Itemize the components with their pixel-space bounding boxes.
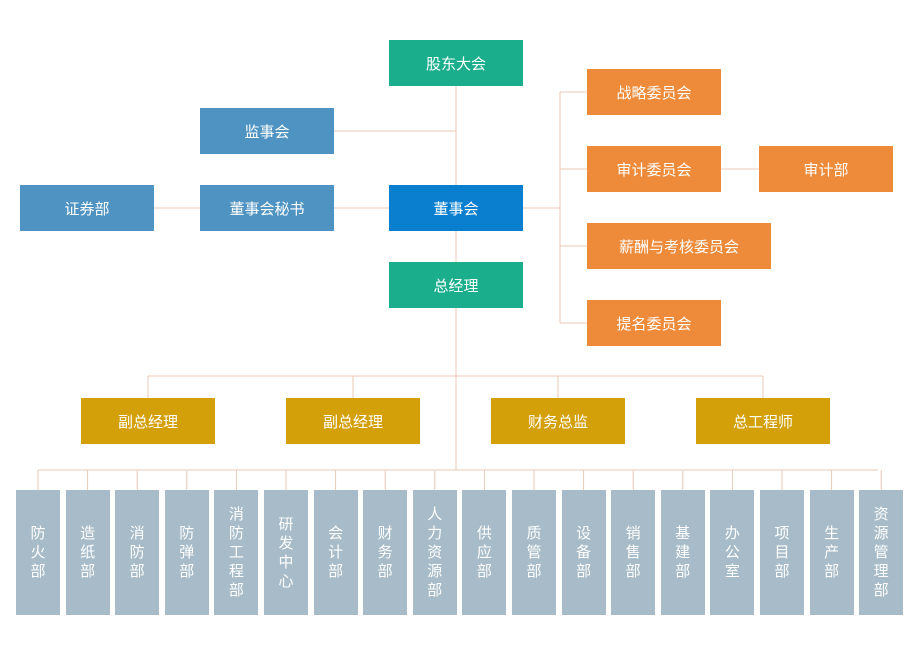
board-of-directors-box: 董事会	[389, 185, 523, 231]
department-box: 人力资源部	[412, 490, 457, 615]
department-label: 消防工程部	[228, 505, 244, 599]
department-label: 防火部	[30, 524, 46, 580]
department-box: 防弹部	[164, 490, 209, 615]
department-box: 消防工程部	[214, 490, 259, 615]
general-manager-box: 总经理	[389, 262, 523, 308]
department-box: 财务部	[363, 490, 408, 615]
board-secretary-box: 董事会秘书	[200, 185, 334, 231]
department-box: 生产部	[809, 490, 854, 615]
deputy-gm-box-1: 副总经理	[81, 398, 215, 444]
department-label: 供应部	[476, 524, 492, 580]
department-box: 资源管理部	[859, 490, 904, 615]
department-box: 消防部	[115, 490, 160, 615]
department-box: 供应部	[462, 490, 507, 615]
deputy-gm-box-2: 副总经理	[286, 398, 420, 444]
department-box: 造纸部	[65, 490, 110, 615]
department-label: 消防部	[129, 524, 145, 580]
department-box: 基建部	[660, 490, 705, 615]
audit-dept-box: 审计部	[759, 146, 893, 192]
department-label: 财务部	[377, 524, 393, 580]
shareholders-meeting-box: 股东大会	[389, 40, 523, 86]
securities-dept-box: 证券部	[20, 185, 154, 231]
department-label: 造纸部	[80, 524, 96, 580]
supervisory-board-box: 监事会	[200, 108, 334, 154]
department-label: 会计部	[328, 524, 344, 580]
department-box: 防火部	[16, 490, 60, 615]
cfo-box: 财务总监	[491, 398, 625, 444]
department-label: 防弹部	[179, 524, 195, 580]
department-label: 设备部	[576, 524, 592, 580]
department-label: 生产部	[824, 524, 840, 580]
compensation-committee-box: 薪酬与考核委员会	[587, 223, 771, 269]
department-box: 研发中心	[264, 490, 308, 615]
department-label: 基建部	[675, 524, 691, 580]
department-box: 质管部	[512, 490, 556, 615]
department-box: 办公室	[710, 490, 755, 615]
strategy-committee-box: 战略委员会	[587, 69, 721, 115]
department-label: 研发中心	[278, 514, 294, 590]
chief-engineer-box: 总工程师	[696, 398, 830, 444]
department-box: 销售部	[611, 490, 656, 615]
department-box: 项目部	[760, 490, 804, 615]
department-box: 设备部	[561, 490, 606, 615]
department-label: 人力资源部	[427, 505, 443, 599]
department-label: 质管部	[526, 524, 542, 580]
department-label: 销售部	[625, 524, 641, 580]
department-label: 资源管理部	[873, 505, 889, 599]
department-label: 办公室	[724, 524, 740, 580]
department-label: 项目部	[774, 524, 790, 580]
department-box: 会计部	[313, 490, 358, 615]
nomination-committee-box: 提名委员会	[587, 300, 721, 346]
audit-committee-box: 审计委员会	[587, 146, 721, 192]
